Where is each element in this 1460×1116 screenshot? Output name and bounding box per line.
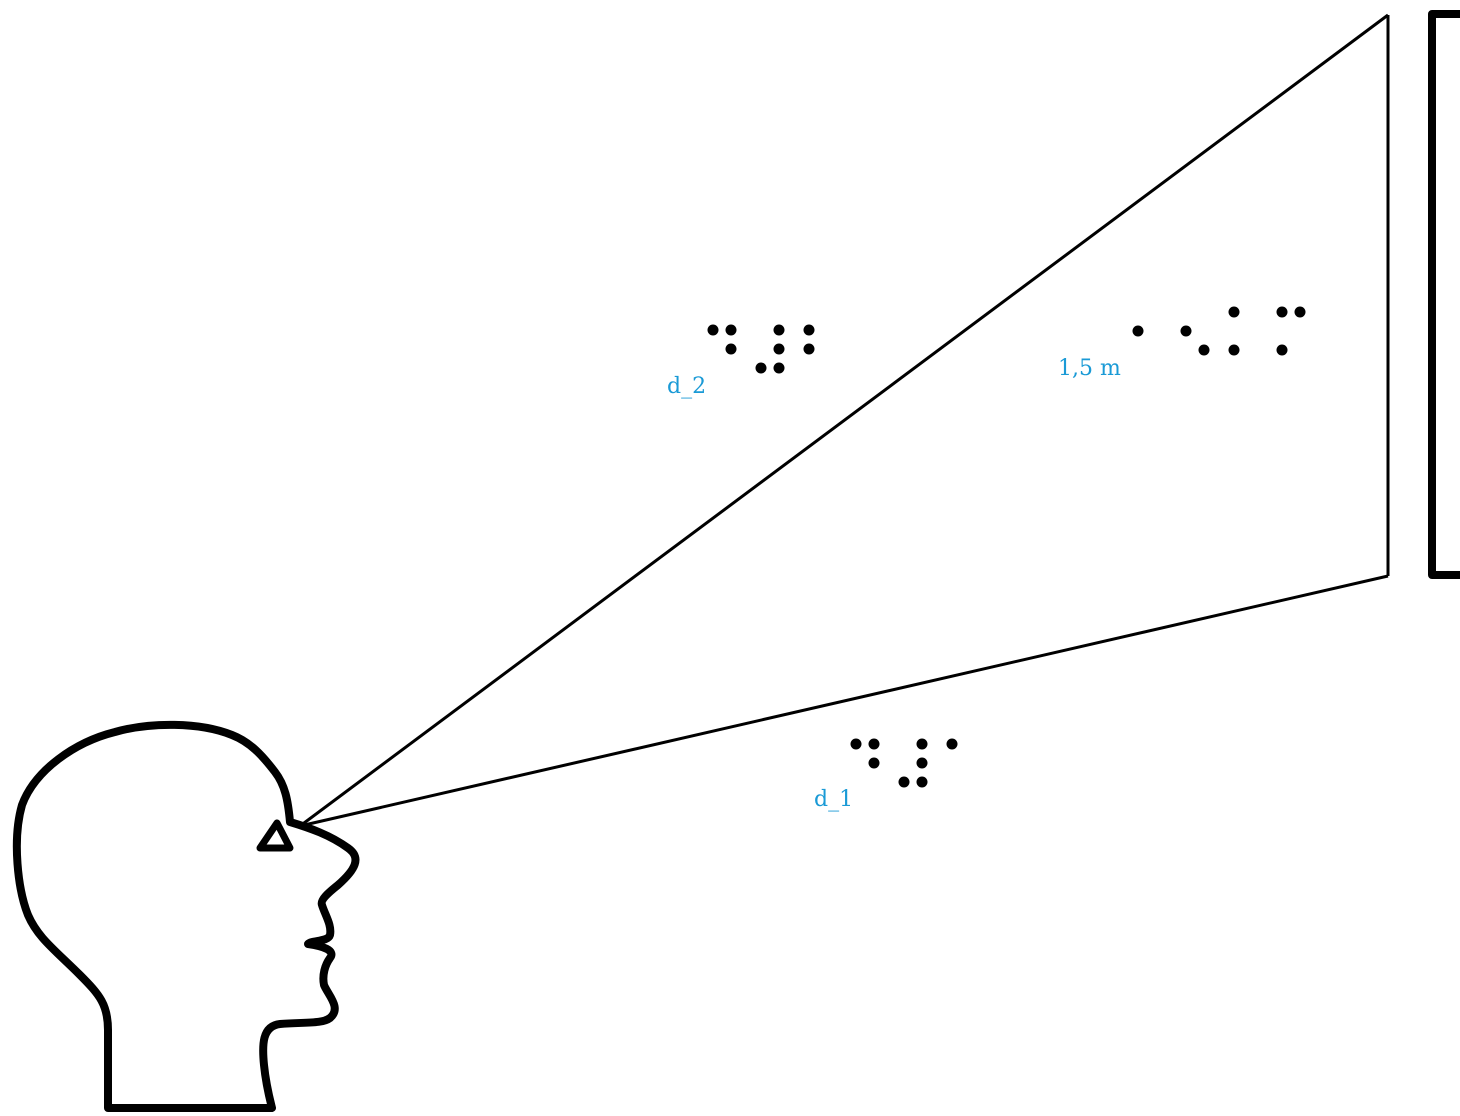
- cone-lower-ray: [299, 574, 1389, 828]
- braille-dot: [868, 757, 880, 769]
- label-height: 1,5 m: [1058, 356, 1121, 381]
- braille-dot: [1228, 306, 1240, 318]
- head-profile-icon: [12, 720, 360, 1112]
- braille-height: [1132, 306, 1306, 356]
- braille-dot: [1294, 306, 1306, 318]
- braille-dot: [1228, 344, 1240, 356]
- braille-dot: [916, 738, 928, 750]
- braille-dot: [1276, 344, 1288, 356]
- braille-dot: [1276, 306, 1288, 318]
- label-d2: d_2: [667, 374, 706, 399]
- braille-d2: [707, 324, 815, 374]
- braille-dot: [803, 343, 815, 355]
- braille-dot: [755, 362, 767, 374]
- braille-dot: [725, 343, 737, 355]
- braille-dot: [773, 343, 785, 355]
- label-d1: d_1: [814, 787, 853, 812]
- braille-dot: [725, 324, 737, 336]
- cone-upper-ray: [299, 13, 1389, 828]
- eye-triangle-icon: [256, 819, 294, 852]
- braille-dot: [773, 324, 785, 336]
- braille-dot: [803, 324, 815, 336]
- braille-dot: [707, 324, 719, 336]
- braille-dot: [1132, 325, 1144, 337]
- braille-dot: [898, 776, 910, 788]
- braille-d1: [850, 738, 958, 788]
- braille-dot: [916, 776, 928, 788]
- braille-dot: [1180, 325, 1192, 337]
- braille-dot: [916, 757, 928, 769]
- screen-bracket-icon: [1428, 10, 1460, 579]
- viewing-cone: [299, 13, 1390, 828]
- braille-dot: [946, 738, 958, 750]
- braille-dot: [850, 738, 862, 750]
- braille-dot: [868, 738, 880, 750]
- braille-dot: [1198, 344, 1210, 356]
- braille-dot: [773, 362, 785, 374]
